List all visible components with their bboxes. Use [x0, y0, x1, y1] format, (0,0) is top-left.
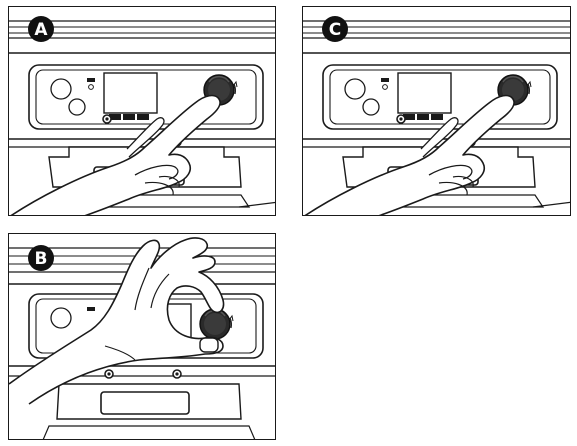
panel-c: C — [302, 6, 571, 216]
panel-c-drawing: C — [303, 7, 571, 216]
letter-badge-icon: B — [28, 245, 54, 271]
letter-badge-icon: A — [28, 16, 54, 42]
panel-b: B — [8, 233, 276, 440]
letter-badge-icon: C — [322, 16, 348, 42]
panel-a-drawing: A — [9, 7, 276, 216]
panel-b-drawing: B — [9, 234, 276, 440]
panel-a: A — [8, 6, 276, 216]
panel-c-label: C — [329, 20, 341, 40]
panel-a-label: A — [34, 20, 48, 40]
panel-b-label: B — [35, 249, 48, 269]
